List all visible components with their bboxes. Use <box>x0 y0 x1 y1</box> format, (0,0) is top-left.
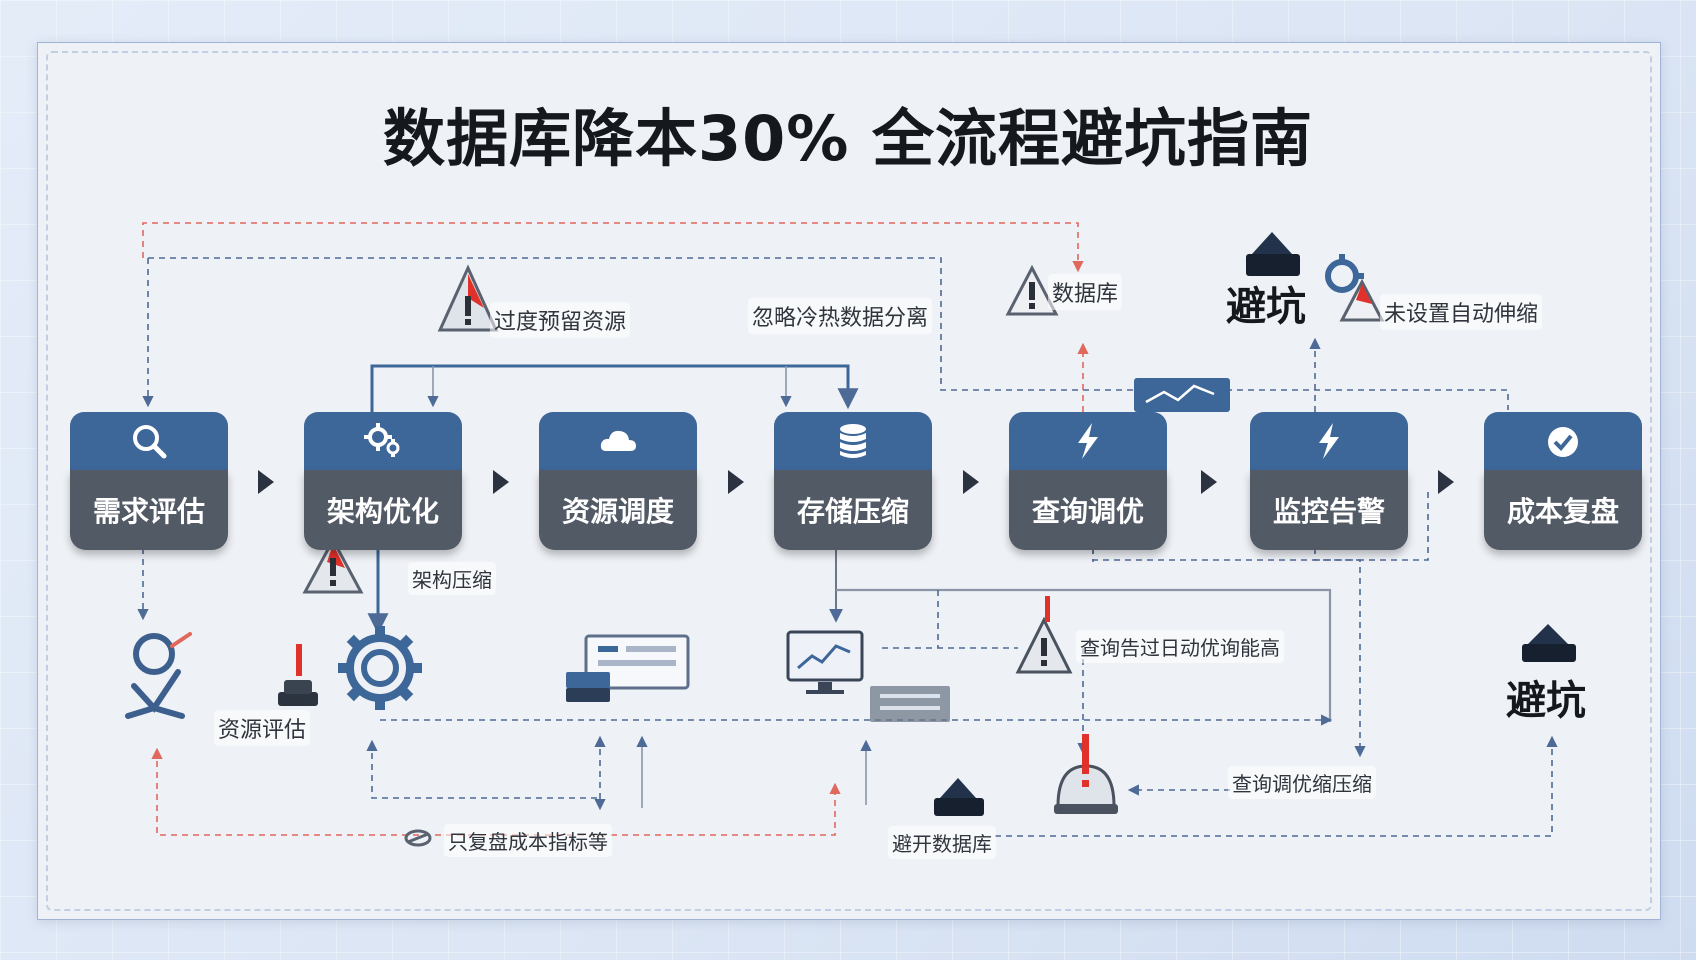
step-header <box>304 412 462 470</box>
flow-arrow-icon <box>728 470 744 494</box>
database-icon <box>833 421 873 461</box>
flow-arrow-icon <box>258 470 274 494</box>
small-gear-icon <box>1325 254 1364 293</box>
step-label: 资源调度 <box>539 470 697 550</box>
helmet-icon <box>1246 232 1300 276</box>
gear-icon <box>338 626 422 710</box>
step-card-4: 存储压缩 <box>774 412 932 550</box>
page-title: 数据库降本30% 全流程避坑指南 <box>383 102 1313 175</box>
panel-dashed-border <box>46 51 1652 911</box>
server-panel-icon <box>566 634 690 702</box>
step-label: 架构优化 <box>304 470 462 550</box>
monitor-chart-icon <box>786 630 864 694</box>
connector-bottom-red <box>151 747 841 836</box>
note-database-warning: 数据库 <box>1048 274 1123 310</box>
note-overprovision: 过度预留资源 <box>490 302 631 338</box>
gears-icon <box>363 421 403 461</box>
helmet-icon <box>934 778 984 816</box>
step-label: 成本复盘 <box>1484 470 1642 550</box>
step-header <box>1484 412 1642 470</box>
step-label: 查询调优 <box>1009 470 1167 550</box>
connector-monitor-bracket <box>1314 490 1429 561</box>
person-icon <box>125 632 192 719</box>
step-header <box>70 412 228 470</box>
warning-icon <box>302 536 364 594</box>
chart-tag-icon <box>1134 378 1230 412</box>
note-arch: 架构压缩 <box>408 562 496 595</box>
warning-icon <box>437 264 499 332</box>
helmet-icon <box>1522 624 1576 662</box>
step-label: 需求评估 <box>70 470 228 550</box>
connector-top-red <box>142 222 1084 273</box>
step-card-6: 监控告警 <box>1250 412 1408 550</box>
step-header <box>774 412 932 470</box>
magnifier-icon <box>129 421 169 461</box>
note-hot-cold: 忽略冷热数据分离 <box>748 298 933 334</box>
alarm-bell-icon <box>1054 734 1118 814</box>
pitfall-label: 避坑 <box>1226 284 1306 330</box>
step-card-2: 架构优化 <box>304 412 462 550</box>
server-rack-icon <box>870 686 950 722</box>
flow-arrow-icon <box>1201 470 1217 494</box>
lightning-icon <box>1068 421 1108 461</box>
connector-bottom-blue-1 <box>366 739 600 799</box>
checkmark-icon <box>1543 421 1583 461</box>
step-header <box>539 412 697 470</box>
pitfall-label-right: 避坑 <box>1506 678 1586 724</box>
step-label: 监控告警 <box>1250 470 1408 550</box>
flow-arrow-icon <box>493 470 509 494</box>
note-query-alert: 查询告过日动优询能高 <box>1076 630 1284 663</box>
lightning-icon <box>1309 421 1349 461</box>
warning-icon <box>1005 264 1059 316</box>
note-autoscale: 未设置自动伸缩 <box>1380 294 1543 330</box>
step-header <box>1009 412 1167 470</box>
connector-top-blue <box>148 257 1509 410</box>
warning-icon <box>1339 278 1385 322</box>
step-card-1: 需求评估 <box>70 412 228 550</box>
flow-arrow-icon <box>963 470 979 494</box>
connector-arch-storage <box>370 364 859 412</box>
step-header <box>1250 412 1408 470</box>
warning-icon <box>1015 596 1073 674</box>
note-resource: 资源评估 <box>214 710 311 746</box>
step-card-5: 查询调优 <box>1009 412 1167 550</box>
note-bottom-right: 查询调优缩压缩 <box>1228 766 1376 799</box>
note-bottom-mid: 避开数据库 <box>888 826 996 859</box>
step-label: 存储压缩 <box>774 470 932 550</box>
cloud-icon <box>598 421 638 461</box>
flow-arrow-icon <box>1438 470 1454 494</box>
link-icon <box>404 829 432 847</box>
step-card-7: 成本复盘 <box>1484 412 1642 550</box>
alert-stack-icon <box>278 644 318 706</box>
connector-storage-right <box>836 588 1332 722</box>
step-card-3: 资源调度 <box>539 412 697 550</box>
note-bottom-left: 只复盘成本指标等 <box>444 824 612 857</box>
